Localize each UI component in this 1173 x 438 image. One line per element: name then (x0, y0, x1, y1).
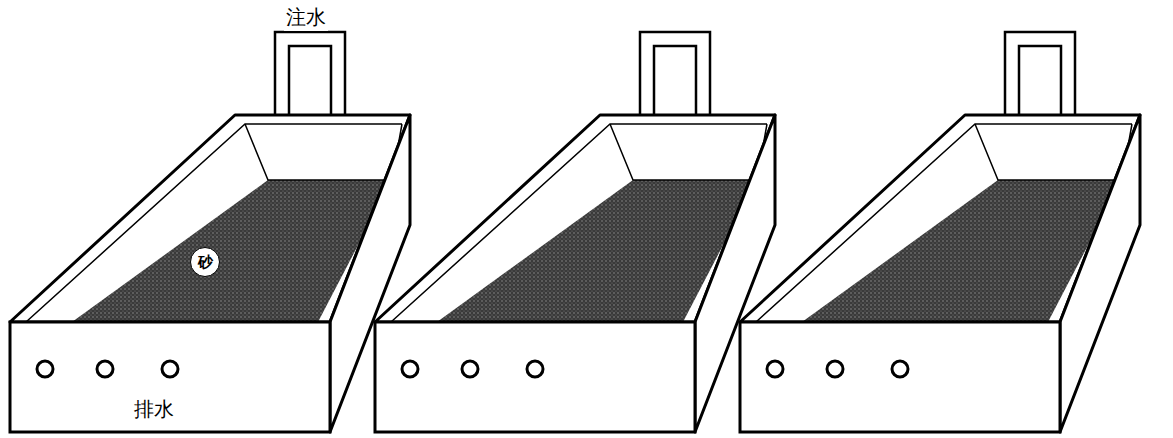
sand-tray (375, 32, 775, 432)
drain-hole (402, 361, 418, 377)
drain-hole (527, 361, 543, 377)
inlet-label: 注水 (284, 4, 328, 31)
drain-hole (37, 361, 53, 377)
tray-front (375, 322, 695, 432)
drain-hole (892, 361, 908, 377)
tray-front (10, 322, 330, 432)
sand-marker: 砂 (190, 247, 220, 277)
drain-label: 排水 (132, 396, 176, 423)
drain-hole (462, 361, 478, 377)
sand-tray (10, 32, 410, 432)
drain-hole (97, 361, 113, 377)
node-text: 砂 (198, 253, 213, 272)
drain-hole (827, 361, 843, 377)
tray-front (740, 322, 1060, 432)
sand-tray (740, 32, 1140, 432)
tray-side (1060, 115, 1140, 432)
drain-hole (162, 361, 178, 377)
drain-hole (767, 361, 783, 377)
